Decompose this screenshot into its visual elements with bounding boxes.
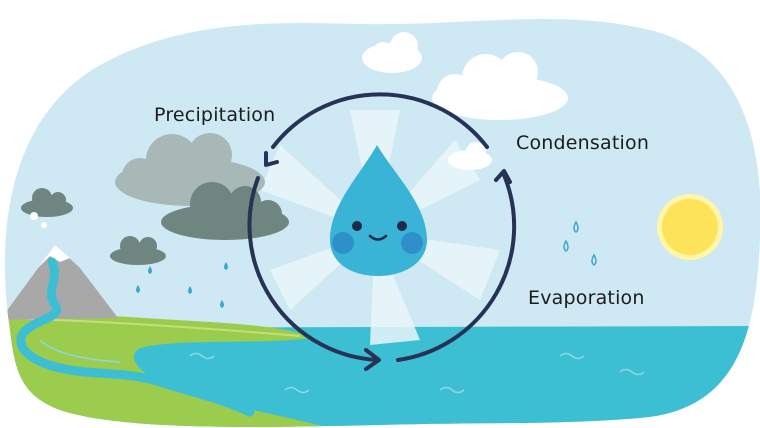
evaporation-label: Evaporation	[528, 287, 645, 309]
land	[4, 310, 330, 427]
river	[16, 257, 255, 417]
rain-drop-icon	[136, 262, 228, 308]
cloud-icon	[362, 32, 422, 73]
water-drop-mascot-icon	[330, 145, 427, 276]
mountain-icon	[4, 245, 118, 320]
evaporation-drop-icon	[563, 220, 597, 266]
cloud-icon	[432, 52, 568, 120]
cloud-icon	[448, 142, 492, 170]
cloud-icon	[110, 236, 166, 265]
condensation-label: Condensation	[516, 132, 650, 154]
cycle-arrow-icon	[247, 92, 517, 371]
precipitation-label: Precipitation	[154, 104, 276, 126]
cloud-icon	[161, 182, 289, 240]
